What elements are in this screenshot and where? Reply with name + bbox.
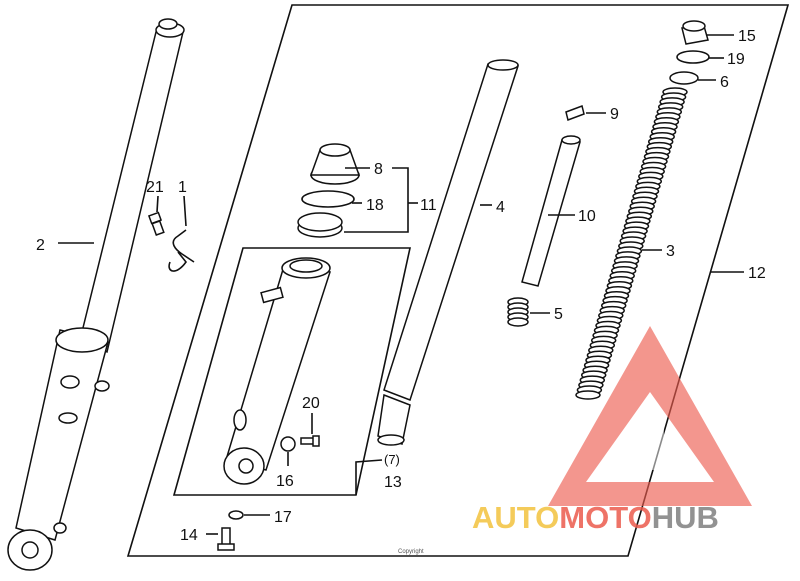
piston-ring-9: [565, 105, 585, 121]
label-5: 5: [554, 306, 563, 323]
label-12: 12: [748, 265, 766, 282]
label-19: 19: [727, 51, 745, 68]
label-3: 3: [666, 243, 675, 260]
copyright-text: Copyright: [398, 549, 424, 555]
label-16: 16: [276, 473, 294, 490]
o-ring-19: [676, 50, 710, 64]
label-8: 8: [374, 161, 383, 178]
label-4: 4: [496, 199, 505, 216]
logo-triangle: [548, 326, 752, 506]
label-11: 11: [420, 197, 437, 214]
label-21: 21: [146, 179, 164, 196]
label-14: 14: [180, 527, 198, 544]
dust-seal-8: [309, 143, 361, 185]
label-10: 10: [578, 208, 596, 225]
bottom-case-13: [223, 257, 331, 485]
rebound-spring-5: [507, 297, 529, 327]
label-7: (7): [384, 452, 400, 467]
clip-18: [301, 190, 355, 208]
svg-text:AUTOMOTOHUB: AUTOMOTOHUB: [472, 500, 719, 535]
label-2: 2: [36, 237, 45, 254]
spring-coil: [575, 390, 601, 400]
logo-text-hub: HUB: [652, 500, 719, 535]
label-1: 1: [178, 179, 187, 196]
logo-text-moto: MOTO: [559, 500, 651, 535]
washer-17: [228, 510, 244, 520]
clip-1: [168, 229, 195, 272]
oil-seal: [297, 212, 343, 238]
socket-bolt-14: [217, 527, 235, 551]
logo-text-auto: AUTO: [472, 500, 559, 535]
label-17: 17: [274, 509, 292, 526]
washer-16: [280, 436, 296, 452]
label-15: 15: [738, 28, 756, 45]
fork-spring-3: [575, 87, 688, 400]
bolt-21: [147, 211, 165, 236]
fork-assembly-left: [7, 18, 185, 571]
label-13: 13: [384, 474, 402, 491]
spring-seat-6: [669, 71, 699, 85]
callout-labels: 2 1 21 8 18 11 4 9 10 5 3 12 15 19 6 (7)…: [36, 28, 766, 555]
automotohub-logo: AUTOMOTOHUB: [472, 326, 752, 535]
assembly-frame-outer: [126, 4, 790, 557]
label-6: 6: [720, 74, 729, 91]
drain-bolt-20: [300, 435, 320, 447]
leader-lines: [58, 34, 744, 535]
label-18: 18: [366, 197, 384, 214]
label-20: 20: [302, 395, 320, 412]
damper-rod-10: [521, 135, 581, 287]
spring-coil: [507, 317, 529, 327]
label-9: 9: [610, 106, 619, 123]
fork-pipe-4: [377, 59, 520, 446]
cap-bolt-15: [681, 20, 709, 45]
